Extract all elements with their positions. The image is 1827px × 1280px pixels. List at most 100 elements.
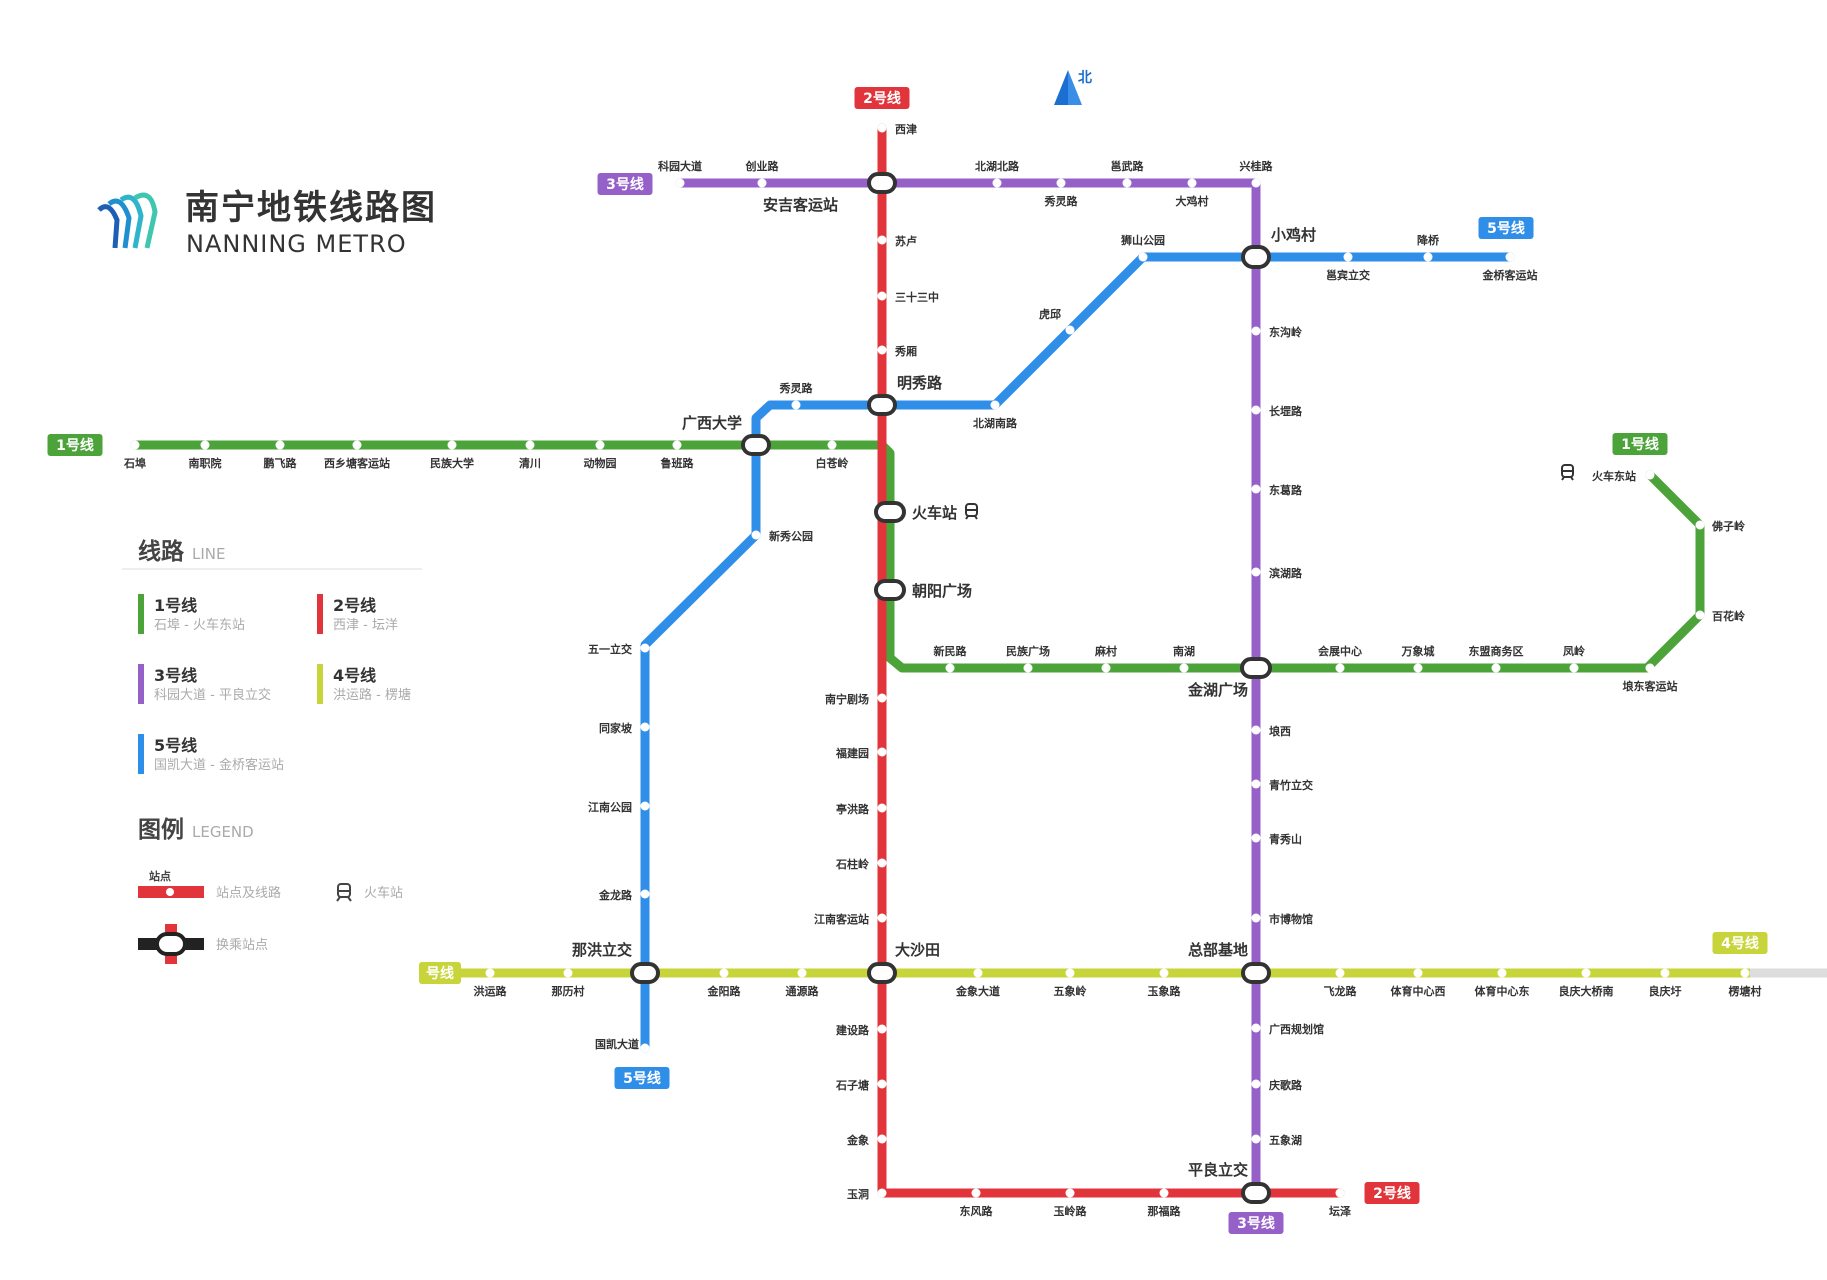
station-兴桂路[interactable]: 兴桂路 — [1240, 159, 1274, 188]
line-4-terminal-badge[interactable]: 4号线 — [1712, 932, 1768, 954]
station-降桥[interactable]: 降桥 — [1417, 233, 1440, 262]
station-东风路[interactable]: 东风路 — [960, 1188, 994, 1219]
station-广西规划馆[interactable]: 广西规划馆 — [1251, 1022, 1325, 1036]
station-会展中心[interactable]: 会展中心 — [1318, 644, 1362, 673]
station-佛子岭[interactable]: 佛子岭 — [1695, 519, 1746, 533]
line-2-terminal-badge[interactable]: 2号线 — [854, 87, 910, 109]
transfer-那洪立交[interactable]: 那洪立交 — [572, 941, 660, 984]
station-石埠[interactable]: 石埠 — [123, 440, 146, 471]
station-科园大道[interactable]: 科园大道 — [658, 159, 702, 188]
station-金阳路[interactable]: 金阳路 — [707, 968, 742, 999]
station-坛泽[interactable]: 坛泽 — [1329, 1188, 1351, 1219]
transfer-总部基地[interactable]: 总部基地 — [1188, 941, 1271, 984]
station-那福路[interactable]: 那福路 — [1148, 1188, 1182, 1219]
station-南宁剧场[interactable]: 南宁剧场 — [825, 692, 887, 706]
line-3-terminal-badge[interactable]: 3号线 — [1228, 1212, 1284, 1234]
station-狮山公园[interactable]: 狮山公园 — [1120, 233, 1165, 262]
station-鲁班路[interactable]: 鲁班路 — [661, 440, 695, 471]
station-市博物馆[interactable]: 市博物馆 — [1251, 912, 1314, 926]
station-良庆大桥南[interactable]: 良庆大桥南 — [1559, 968, 1614, 999]
station-滨湖路[interactable]: 滨湖路 — [1251, 566, 1303, 580]
station-玉象路[interactable]: 玉象路 — [1148, 968, 1182, 999]
station-邕宾立交[interactable]: 邕宾立交 — [1326, 252, 1370, 283]
station-新民路[interactable]: 新民路 — [934, 644, 968, 673]
station-西乡塘客运站[interactable]: 西乡塘客运站 — [324, 440, 390, 471]
station-新秀公园[interactable]: 新秀公园 — [751, 529, 814, 543]
station-建设路[interactable]: 建设路 — [836, 1023, 887, 1037]
line-3-terminal-badge[interactable]: 3号线 — [597, 173, 653, 195]
station-长堽路[interactable]: 长堽路 — [1251, 404, 1303, 418]
station-南湖[interactable]: 南湖 — [1173, 644, 1195, 673]
station-北湖北路[interactable]: 北湖北路 — [975, 159, 1020, 188]
station-金桥客运站[interactable]: 金桥客运站 — [1482, 252, 1538, 283]
station-通源路[interactable]: 通源路 — [786, 968, 820, 999]
station-洪运路[interactable]: 洪运路 — [474, 968, 508, 999]
station-五一立交[interactable]: 五一立交 — [588, 642, 650, 656]
line-4-terminal-badge[interactable]: 号线 — [419, 962, 461, 984]
transfer-安吉客运站[interactable]: 安吉客运站 — [763, 172, 897, 214]
station-三十三中[interactable]: 三十三中 — [877, 290, 940, 304]
station-东沟岭[interactable]: 东沟岭 — [1251, 325, 1303, 339]
station-那历村[interactable]: 那历村 — [552, 968, 585, 999]
station-金象大道[interactable]: 金象大道 — [955, 968, 1000, 999]
transfer-广西大学[interactable]: 广西大学 — [682, 414, 771, 456]
station-青秀山[interactable]: 青秀山 — [1251, 832, 1303, 846]
station-亭洪路[interactable]: 亭洪路 — [836, 802, 887, 816]
station-民族大学[interactable]: 民族大学 — [430, 440, 474, 471]
line-5-terminal-badge[interactable]: 5号线 — [1478, 217, 1534, 239]
station-百花岭[interactable]: 百花岭 — [1695, 609, 1746, 623]
station-国凯大道[interactable]: 国凯大道 — [595, 1037, 650, 1053]
station-石子塘[interactable]: 石子塘 — [835, 1078, 887, 1092]
station-西津[interactable]: 西津 — [877, 122, 918, 136]
station-万象城[interactable]: 万象城 — [1401, 644, 1435, 673]
station-金象[interactable]: 金象 — [846, 1133, 887, 1147]
station-邕武路[interactable]: 邕武路 — [1111, 159, 1145, 188]
station-埌东客运站[interactable]: 埌东客运站 — [1623, 663, 1678, 694]
station-楞塘村[interactable]: 楞塘村 — [1729, 968, 1762, 999]
line-2-terminal-badge[interactable]: 2号线 — [1364, 1182, 1420, 1204]
station-埌西[interactable]: 埌西 — [1251, 724, 1292, 738]
station-麻村[interactable]: 麻村 — [1094, 644, 1117, 673]
station-五象岭[interactable]: 五象岭 — [1054, 968, 1087, 999]
station-良庆圩[interactable]: 良庆圩 — [1649, 968, 1682, 999]
station-民族广场[interactable]: 民族广场 — [1006, 644, 1050, 673]
station-五象湖[interactable]: 五象湖 — [1251, 1133, 1303, 1147]
station-大鸡村[interactable]: 大鸡村 — [1176, 178, 1209, 209]
station-凤岭[interactable]: 凤岭 — [1563, 644, 1585, 673]
station-火车东站[interactable]: 火车东站 — [1592, 469, 1655, 483]
station-苏卢[interactable]: 苏卢 — [877, 234, 918, 248]
station-南职院[interactable]: 南职院 — [189, 440, 222, 471]
station-白苍岭[interactable]: 白苍岭 — [816, 440, 849, 471]
station-福建园[interactable]: 福建园 — [835, 746, 887, 760]
station-东葛路[interactable]: 东葛路 — [1251, 483, 1303, 497]
transfer-大沙田[interactable]: 大沙田 — [867, 941, 940, 984]
transfer-平良立交[interactable]: 平良立交 — [1188, 1161, 1271, 1204]
station-虎邱[interactable]: 虎邱 — [1039, 307, 1075, 335]
station-创业路[interactable]: 创业路 — [745, 159, 780, 188]
station-玉岭路[interactable]: 玉岭路 — [1054, 1188, 1088, 1219]
station-秀灵路[interactable]: 秀灵路 — [779, 381, 814, 410]
station-江南客运站[interactable]: 江南客运站 — [814, 912, 887, 926]
station-东盟商务区[interactable]: 东盟商务区 — [1469, 644, 1524, 673]
station-体育中心西[interactable]: 体育中心西 — [1391, 968, 1446, 999]
station-玉洞[interactable]: 玉洞 — [847, 1187, 887, 1201]
station-飞龙路[interactable]: 飞龙路 — [1324, 968, 1358, 999]
transfer-朝阳广场[interactable]: 朝阳广场 — [874, 579, 972, 601]
station-秀厢[interactable]: 秀厢 — [877, 344, 918, 358]
station-秀灵路[interactable]: 秀灵路 — [1044, 178, 1079, 209]
station-青竹立交[interactable]: 青竹立交 — [1251, 778, 1314, 792]
transfer-火车站[interactable]: 火车站 — [874, 501, 957, 523]
station-石柱岭[interactable]: 石柱岭 — [835, 857, 887, 871]
line-5-terminal-badge[interactable]: 5号线 — [614, 1067, 670, 1089]
station-鹏飞路[interactable]: 鹏飞路 — [264, 440, 298, 471]
station-金龙路[interactable]: 金龙路 — [598, 888, 650, 902]
station-体育中心东[interactable]: 体育中心东 — [1475, 968, 1530, 999]
station-江南公园[interactable]: 江南公园 — [588, 800, 650, 814]
transfer-金湖广场[interactable]: 金湖广场 — [1187, 657, 1272, 699]
transfer-小鸡村[interactable]: 小鸡村 — [1241, 226, 1316, 269]
transfer-明秀路[interactable]: 明秀路 — [867, 374, 943, 416]
station-北湖南路[interactable]: 北湖南路 — [973, 400, 1018, 431]
line-1-terminal-badge[interactable]: 1号线 — [47, 434, 103, 456]
station-庆歌路[interactable]: 庆歌路 — [1251, 1078, 1303, 1092]
station-同家坡[interactable]: 同家坡 — [599, 721, 650, 735]
